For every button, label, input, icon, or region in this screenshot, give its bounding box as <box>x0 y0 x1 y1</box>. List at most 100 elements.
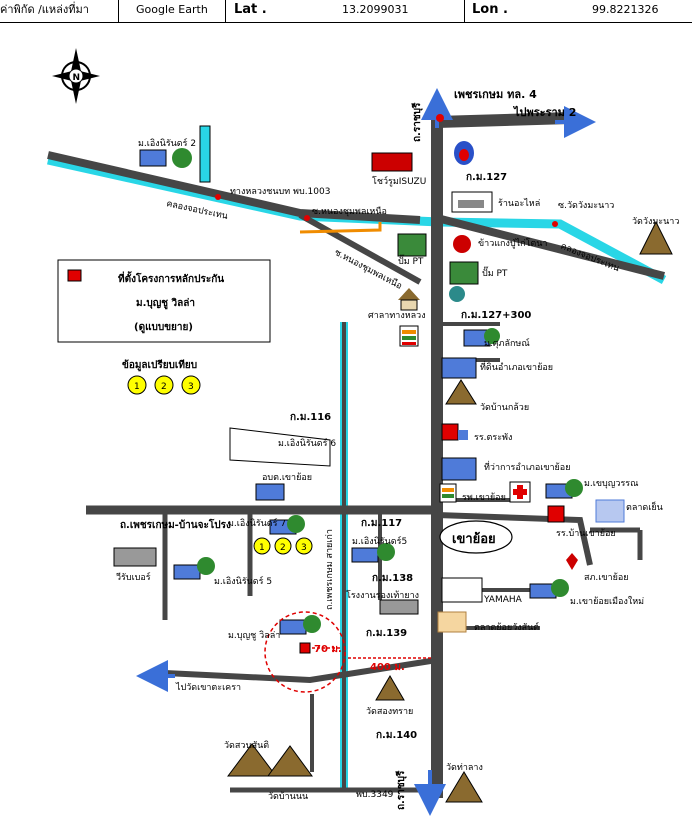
yamaha-icon <box>441 577 483 603</box>
source-label: ค่าพิกัด /แหล่งที่มา <box>0 3 89 16</box>
comparable-marker <box>127 375 147 395</box>
place-label: ม.เอิงนิรันดร์ 2 <box>138 137 196 149</box>
restaurant-icon <box>453 235 471 253</box>
km-markers: ก.ม.127 ก.ม.127+300 ก.ม.116 ก.ม.117 ก.ม.… <box>290 172 531 741</box>
place-label: ปั๊ม PT <box>398 254 424 267</box>
place-label: ม.เขบุญวรรณ <box>584 479 638 489</box>
comparable-map-label: 1 <box>259 543 265 553</box>
house-cluster-icon <box>279 615 321 635</box>
label-wat-wang-manao-soi: ซ.วัดวังมะนาว <box>558 201 614 211</box>
junction-marker <box>215 194 221 200</box>
label-to-phraram2: ไปพระราม 2 <box>512 105 576 119</box>
label-nong-chumphon-north: ซ.หนองชุมพลเหนือ <box>312 206 387 217</box>
label-rural-road: ทางหลวงชนบท พบ.1003 <box>230 187 330 197</box>
km-marker: ก.ม.117 <box>361 518 402 529</box>
km-marker: ก.ม.138 <box>372 573 413 584</box>
place-label: รร.บ้านเขาย้อย <box>556 528 616 539</box>
place-label: ม.บุญชู วิลล่า <box>228 630 280 641</box>
comparable-marker <box>274 537 292 555</box>
junction-marker <box>304 215 310 221</box>
road-khlong-north <box>47 151 421 224</box>
land-office-icon <box>441 357 477 379</box>
globe-icon <box>449 286 465 302</box>
temple-icon <box>445 771 483 803</box>
project-plot-icon <box>229 427 331 467</box>
comparable-markers: 1 2 3 <box>253 537 313 555</box>
lat-label: Lat . <box>234 2 267 17</box>
road-wat-wang-manao <box>436 214 665 280</box>
place-label: ม.เอิงนิรันดร์ 6 <box>278 437 336 449</box>
place-label: ศาลาทางหลวง <box>368 311 426 321</box>
place-label: ม.เอิงนิรันดร์5 <box>352 535 407 547</box>
temple-icon <box>375 675 405 701</box>
comparable-label: 1 <box>134 382 140 392</box>
house-cluster-icon <box>529 579 569 599</box>
header-divider <box>118 0 119 22</box>
place-label: รพ.เขาย้อย <box>462 492 506 503</box>
place-label: โชว์รูมISUZU <box>372 175 426 187</box>
isuzu-truck-icon <box>371 152 413 172</box>
lon-value: 99.8221326 <box>592 3 659 16</box>
place-label: ตลาดเย็น <box>626 500 663 513</box>
comparable-marker <box>154 375 174 395</box>
header-bar: ค่าพิกัด /แหล่งที่มา Google Earth Lat . … <box>0 0 692 23</box>
header-divider <box>464 0 465 22</box>
lon-label: Lon . <box>472 2 508 17</box>
market-icon <box>437 611 467 633</box>
place-label: สภ.เขาย้อย <box>584 572 629 583</box>
seven-eleven-icon <box>399 325 419 347</box>
place-label: วัดบ้านนน <box>268 791 308 802</box>
legend-title: ที่ตั้งโครงการหลักประกัน <box>118 271 224 285</box>
place-label: อบต.เขาย้อย <box>262 472 312 483</box>
comparable-marker <box>181 375 201 395</box>
road-petchkasem <box>436 112 571 128</box>
house-cluster-icon <box>545 479 583 499</box>
hospital-icon <box>509 481 531 503</box>
lat-value: 13.2099031 <box>342 3 409 16</box>
comparable-map-label: 3 <box>301 543 307 553</box>
temple-icon <box>639 220 673 255</box>
building-icons <box>113 125 673 803</box>
place-label: ที่ว่าการอำเภอเขาย้อย <box>484 460 570 473</box>
place-label: YAMAHA <box>483 595 523 605</box>
place-label: วัดบ้านกล้วย <box>480 402 529 413</box>
factory-icon <box>113 547 157 567</box>
legend-project: ม.บุญชู วิลล่า <box>136 297 195 310</box>
place-label: ปั๊ม PT <box>482 266 508 279</box>
label-old-petchkasem: ถ.เพชรเกษม สายเก่า <box>325 529 335 610</box>
km-marker: ก.ม.139 <box>366 628 407 639</box>
comparables-legend: ข้อมูลเปรียบเทียบ 1 2 3 <box>122 359 201 395</box>
place-label: รร.ตระพัง <box>474 433 512 443</box>
orange-soi <box>299 222 382 234</box>
km-marker: ก.ม.127 <box>466 172 507 183</box>
place-label: ข้าวแกงปู่ไก่โตนา <box>478 238 547 249</box>
comparables-title: ข้อมูลเปรียบเทียบ <box>122 359 197 372</box>
place-label: วัดสองทราย <box>366 707 413 717</box>
label-petchkasem-km4: เพชรเกษม ทล. 4 <box>454 88 537 101</box>
km-marker: ก.ม.116 <box>290 412 331 423</box>
place-label: ร้านอะไหล่ <box>498 198 540 209</box>
label-khao-yoi-road: ซ.สวรรควิถี <box>452 503 498 514</box>
distance-70m: 70 ม. <box>314 644 342 655</box>
distance-labels: 70 ม. 400 ม. <box>314 644 405 673</box>
place-label: ม.เอิงนิรันดร์ 5 <box>214 575 272 587</box>
north-arrow-icon: N <box>52 48 100 104</box>
seven-eleven-icon <box>439 483 457 503</box>
place-label: วัดสวนสันติ <box>224 740 269 751</box>
road-nong-chumphon <box>298 212 422 285</box>
road-khao-yoi <box>436 512 593 566</box>
label-khlong-east: คลองจอประเทน <box>559 242 621 275</box>
tower-icon <box>199 125 211 183</box>
project-location <box>264 611 432 693</box>
district-office-icon <box>441 457 477 481</box>
comparable-map-label: 2 <box>280 543 286 553</box>
source-value: Google Earth <box>136 3 208 16</box>
legend-note: (ดูแบบขยาย) <box>134 322 193 334</box>
house-cluster-icon <box>351 543 395 563</box>
temple-icon <box>227 743 313 777</box>
comparable-label: 2 <box>161 382 167 392</box>
school-icon <box>441 423 468 441</box>
office-icon <box>255 483 285 501</box>
comparable-marker <box>295 537 313 555</box>
